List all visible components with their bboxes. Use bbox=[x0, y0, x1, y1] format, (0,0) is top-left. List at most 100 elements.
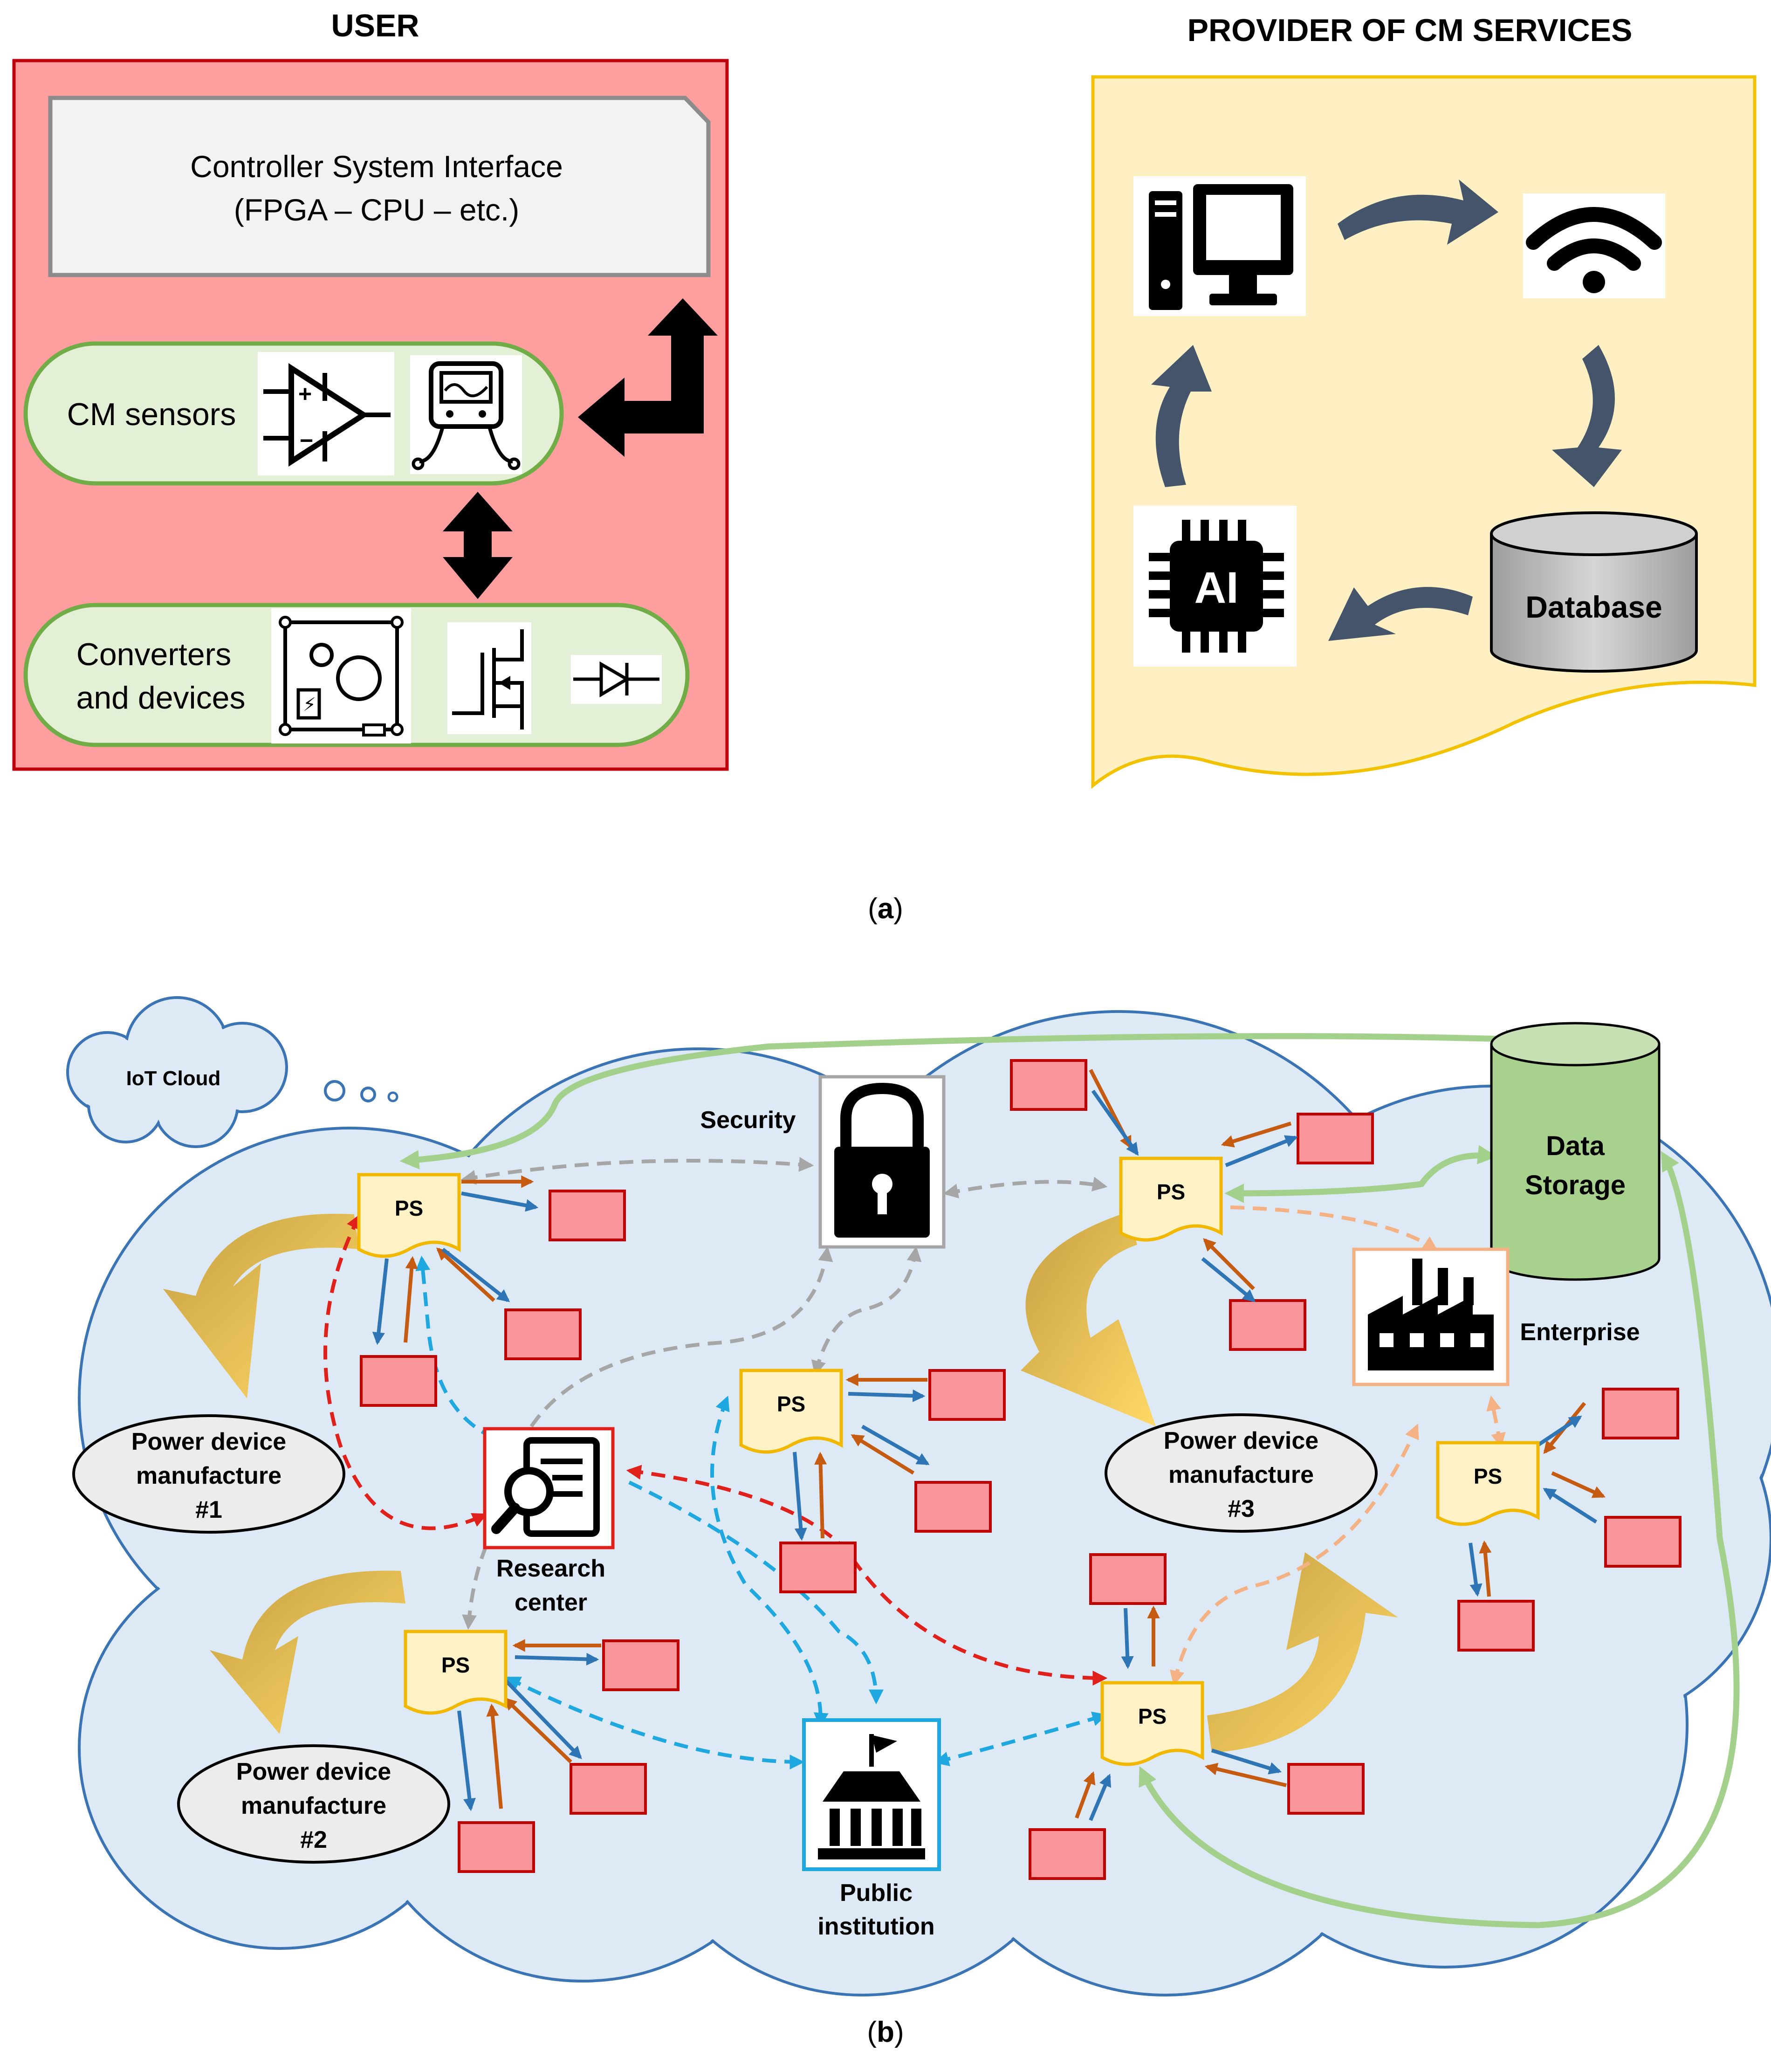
diode-icon bbox=[571, 655, 662, 704]
data-flow-arrow bbox=[404, 1256, 418, 1343]
ps-label: PS bbox=[777, 1392, 805, 1416]
controller-line2: (FPGA – CPU – etc.) bbox=[234, 193, 520, 227]
data-flow-arrow bbox=[851, 1434, 915, 1475]
panel-b: IoT Cloud bbox=[66, 996, 1771, 2048]
svg-text:manufacture: manufacture bbox=[241, 1792, 386, 1819]
ps-document bbox=[404, 1630, 508, 1715]
data-flow-arrow bbox=[457, 1710, 476, 1811]
ps-cluster-2: PS bbox=[739, 1369, 1006, 1593]
ps-cluster-3: PS bbox=[1010, 1059, 1374, 1351]
ps-label: PS bbox=[1138, 1704, 1167, 1728]
data-flow-arrow bbox=[502, 1677, 582, 1759]
device-box bbox=[602, 1639, 680, 1691]
data-flow-arrow bbox=[1201, 1257, 1256, 1302]
ai-label: AI bbox=[1194, 563, 1239, 613]
research-line2: center bbox=[515, 1589, 587, 1616]
enterprise-factory-icon bbox=[1352, 1247, 1510, 1386]
public-line2: institution bbox=[817, 1913, 934, 1940]
svg-text:#1: #1 bbox=[195, 1496, 222, 1523]
opamp-icon: + − bbox=[258, 352, 394, 475]
data-flow-arrow bbox=[1221, 1122, 1292, 1148]
data-flow-arrow bbox=[848, 1389, 926, 1402]
data-flow-arrow bbox=[1537, 1415, 1582, 1447]
ps-document bbox=[357, 1173, 461, 1258]
device-box bbox=[1089, 1553, 1167, 1605]
wifi-icon bbox=[1523, 193, 1665, 298]
device-box bbox=[549, 1190, 626, 1241]
converters-line1: Converters bbox=[76, 637, 232, 672]
device-box bbox=[458, 1821, 535, 1873]
ps-document bbox=[1436, 1441, 1540, 1526]
controller-line1: Controller System Interface bbox=[190, 149, 563, 184]
cm-sensors-label: CM sensors bbox=[67, 397, 236, 432]
device-box bbox=[1457, 1600, 1535, 1652]
data-flow-arrow bbox=[1091, 1089, 1139, 1156]
panel-a: USER PROVIDER OF CM SERVICES Controller … bbox=[12, 8, 1757, 925]
caption-a: (a) bbox=[868, 893, 903, 925]
ps-cluster-5: PS bbox=[1029, 1553, 1365, 1880]
provider-title: PROVIDER OF CM SERVICES bbox=[1188, 13, 1633, 48]
device-box bbox=[1602, 1388, 1679, 1439]
device-box bbox=[779, 1542, 857, 1593]
device-box bbox=[504, 1308, 582, 1360]
data-flow-arrow bbox=[1551, 1471, 1606, 1498]
data-storage-line2: Storage bbox=[1525, 1170, 1626, 1200]
data-flow-arrow bbox=[441, 1247, 510, 1302]
data-storage-line1: Data bbox=[1546, 1131, 1605, 1161]
device-box bbox=[1287, 1763, 1365, 1815]
device-box bbox=[1010, 1059, 1087, 1111]
database-icon: Database bbox=[1490, 511, 1698, 673]
data-flow-arrow bbox=[1121, 1608, 1134, 1669]
ps-cluster-6: PS bbox=[1436, 1388, 1682, 1652]
ps-document bbox=[1119, 1156, 1223, 1242]
converters-line2: and devices bbox=[76, 680, 246, 716]
data-flow-arrow bbox=[861, 1425, 930, 1466]
ps-document bbox=[739, 1369, 843, 1454]
iot-cloud-label: IoT Cloud bbox=[126, 1067, 221, 1090]
research-center-icon bbox=[483, 1427, 615, 1549]
svg-text:⚡: ⚡ bbox=[303, 695, 316, 715]
research-line1: Research bbox=[496, 1555, 605, 1582]
device-box bbox=[570, 1763, 647, 1815]
device-box bbox=[1229, 1299, 1306, 1351]
user-title: USER bbox=[331, 8, 419, 43]
device-box bbox=[1029, 1828, 1106, 1880]
data-flow-arrow bbox=[436, 1247, 495, 1302]
ps-label: PS bbox=[1157, 1180, 1185, 1204]
cycle-arrow-left bbox=[1151, 345, 1212, 487]
sensor-converter-arrow bbox=[443, 492, 513, 599]
data-storage: Data Storage bbox=[1490, 1022, 1661, 1281]
data-flow-arrow bbox=[486, 1703, 503, 1809]
ps-cluster-4: PS bbox=[404, 1630, 680, 1873]
computer-icon bbox=[1133, 176, 1306, 316]
data-flow-arrow bbox=[461, 1191, 539, 1212]
data-flow-arrow bbox=[372, 1258, 389, 1345]
green-links bbox=[399, 1029, 1740, 1928]
controller-sensor-arrow bbox=[578, 298, 718, 457]
cycle-arrow-bottom bbox=[1328, 587, 1473, 641]
svg-text:#2: #2 bbox=[300, 1826, 327, 1853]
svg-text:−: − bbox=[300, 427, 313, 454]
svg-text:Power device: Power device bbox=[236, 1758, 391, 1785]
device-box bbox=[914, 1481, 992, 1533]
circuit-board-icon: ⚡ bbox=[271, 608, 411, 743]
ai-chip-icon: AI bbox=[1133, 506, 1297, 667]
ps-document bbox=[1100, 1681, 1204, 1766]
cycle-arrow-right bbox=[1552, 345, 1622, 487]
ps-cluster-1: PS bbox=[357, 1173, 626, 1407]
data-flow-arrow bbox=[1211, 1748, 1282, 1775]
device-box bbox=[1297, 1113, 1374, 1164]
data-flow-arrow bbox=[1089, 1773, 1112, 1821]
multimeter-icon bbox=[410, 355, 522, 474]
manufacturer-3: Power device manufacture #3 bbox=[1105, 1413, 1378, 1533]
caption-b: (b) bbox=[867, 2016, 904, 2048]
svg-text:Power device: Power device bbox=[131, 1428, 286, 1455]
data-flow-arrow bbox=[515, 1652, 599, 1666]
data-flow-arrow bbox=[1543, 1487, 1598, 1524]
mosfet-icon bbox=[447, 622, 531, 734]
data-flow-arrow bbox=[1204, 1762, 1287, 1787]
device-box bbox=[360, 1355, 437, 1407]
data-flow-arrow bbox=[793, 1452, 807, 1541]
ps-label: PS bbox=[441, 1653, 470, 1677]
